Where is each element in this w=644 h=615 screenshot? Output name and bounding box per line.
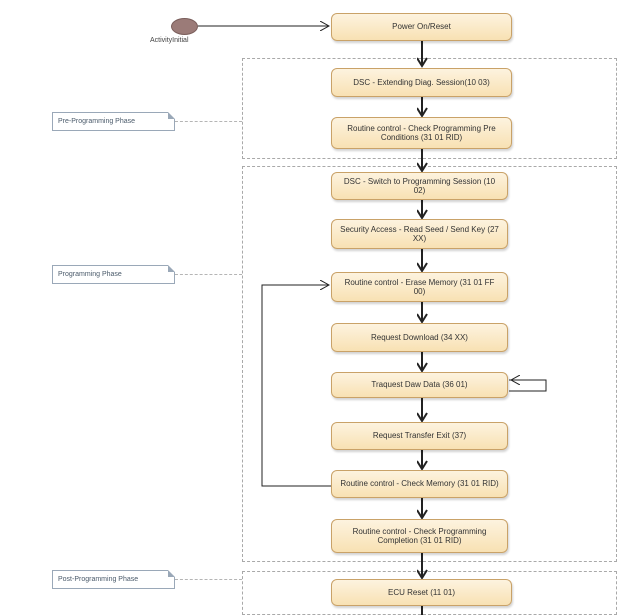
programming-phase-frame [242, 166, 617, 562]
pre-programming-phase-note[interactable]: Pre-Programming Phase [52, 112, 175, 131]
step-security-access[interactable]: Security Access - Read Seed / Send Key (… [331, 219, 508, 249]
step-extended-diag-session[interactable]: DSC - Extending Diag. Session(10 03) [331, 68, 512, 97]
loop-back-arrow [261, 285, 331, 487]
self-loop-arrow [509, 379, 547, 392]
step-check-programming-completion[interactable]: Routine control - Check Programming Comp… [331, 519, 508, 553]
note-fold-icon [168, 112, 175, 119]
programming-phase-note[interactable]: Programming Phase [52, 265, 175, 284]
phase-note-label: Pre-Programming Phase [58, 118, 136, 125]
step-power-on-reset[interactable]: Power On/Reset [331, 13, 512, 41]
note-connector [175, 121, 242, 122]
step-ecu-reset[interactable]: ECU Reset (11 01) [331, 579, 512, 606]
step-request-transfer-exit[interactable]: Request Transfer Exit (37) [331, 422, 508, 450]
activity-initial-node[interactable] [171, 18, 198, 35]
step-check-pre-conditions[interactable]: Routine control - Check Programming Pre … [331, 117, 512, 149]
step-transfer-data[interactable]: Traquest Daw Data (36 01) [331, 372, 508, 398]
post-programming-phase-note[interactable]: Post-Programming Phase [52, 570, 175, 589]
note-fold-icon [168, 570, 175, 577]
phase-note-label: Post-Programming Phase [58, 576, 139, 583]
step-switch-programming-session[interactable]: DSC - Switch to Programming Session (10 … [331, 172, 508, 200]
note-connector [175, 274, 242, 275]
note-fold-icon [168, 265, 175, 272]
phase-note-label: Programming Phase [58, 271, 122, 278]
step-request-download[interactable]: Request Download (34 XX) [331, 323, 508, 352]
pre-programming-phase-frame [242, 58, 617, 159]
step-erase-memory[interactable]: Routine control - Erase Memory (31 01 FF… [331, 272, 508, 302]
activity-initial-label: ActivityInitial [150, 37, 189, 44]
step-check-memory[interactable]: Routine control - Check Memory (31 01 RI… [331, 470, 508, 498]
note-connector [175, 579, 242, 580]
